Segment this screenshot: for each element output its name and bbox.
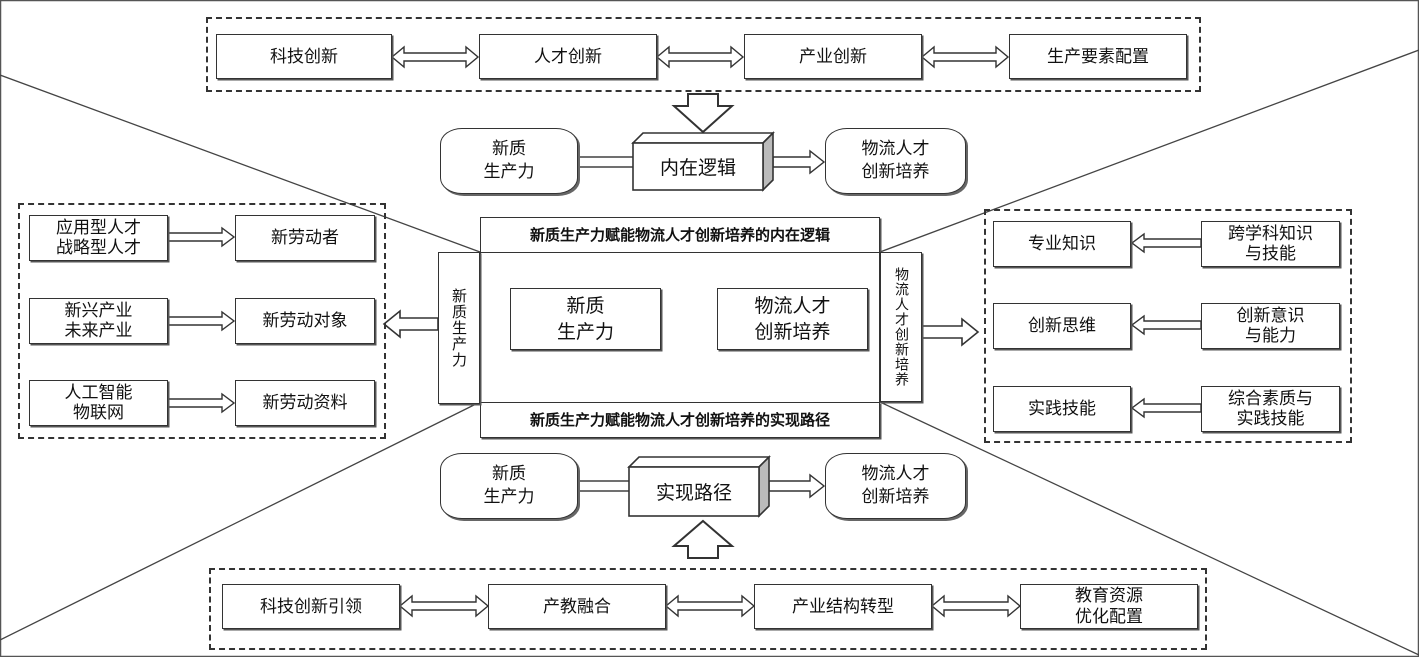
- left-panel-group: [18, 203, 386, 439]
- left-target-2: 新劳动对象: [235, 298, 375, 344]
- top-factor-2: 人才创新: [479, 34, 657, 79]
- center-inner-right: 物流人才 创新培养: [717, 288, 868, 350]
- center-left-side: 新质生产力: [438, 252, 480, 404]
- right-target-1: 专业知识: [993, 221, 1131, 267]
- logic-right-node: 物流人才 创新培养: [825, 128, 966, 194]
- right-panel-arrows: [1130, 232, 1202, 419]
- left-panel-arrows: [167, 226, 236, 414]
- path-left-node: 新质 生产力: [440, 453, 578, 519]
- center-right-side: 物流人才创新培养: [880, 252, 922, 402]
- diagonal-bottom-right: [879, 401, 1419, 656]
- right-panel-group: [984, 209, 1352, 443]
- bottom-factor-2: 产教融合: [488, 584, 666, 629]
- top-double-arrows: [390, 45, 1010, 69]
- left-target-1: 新劳动者: [235, 215, 375, 261]
- logic-left-node: 新质 生产力: [440, 128, 578, 194]
- right-target-3: 实践技能: [993, 386, 1131, 432]
- center-inner-left: 新质 生产力: [510, 288, 661, 350]
- right-source-3: 综合素质与 实践技能: [1201, 386, 1340, 432]
- bottom-factor-group: [209, 568, 1207, 650]
- right-source-1: 跨学科知识 与技能: [1201, 221, 1340, 267]
- path-middle-label: 实现路径: [655, 482, 732, 504]
- left-source-2: 新兴产业 未来产业: [29, 298, 168, 344]
- left-target-3: 新劳动资料: [235, 380, 375, 426]
- logic-3d-box: [631, 131, 775, 192]
- right-source-2: 创新意识 与能力: [1201, 303, 1340, 349]
- bottom-factor-1: 科技创新引领: [222, 584, 400, 629]
- right-target-2: 创新思维: [993, 303, 1131, 349]
- center-bottom-label: 新质生产力赋能物流人才创新培养的实现路径: [480, 402, 880, 438]
- left-source-1: 应用型人才 战略型人才: [29, 215, 168, 261]
- bottom-factor-3: 产业结构转型: [754, 584, 932, 629]
- right-out-arrow: [921, 317, 980, 347]
- diagonal-top-right: [879, 49, 1419, 253]
- logic-middle-label: 内在逻辑: [659, 157, 736, 179]
- top-factor-1: 科技创新: [216, 34, 392, 79]
- path-3d-box: [627, 455, 771, 518]
- bottom-factor-4: 教育资源 优化配置: [1020, 584, 1198, 629]
- top-factor-group: [206, 17, 1201, 92]
- diagonal-top-left: [0, 74, 481, 253]
- down-arrow-top: [671, 93, 735, 134]
- path-right-node: 物流人才 创新培养: [825, 453, 966, 519]
- top-factor-3: 产业创新: [744, 34, 922, 79]
- diagonal-bottom-left: [0, 401, 481, 641]
- up-arrow-bottom: [671, 519, 735, 559]
- left-source-3: 人工智能 物联网: [29, 380, 168, 426]
- top-factor-4: 生产要素配置: [1009, 34, 1187, 79]
- left-out-arrow: [382, 309, 439, 339]
- center-top-label: 新质生产力赋能物流人才创新培养的内在逻辑: [480, 217, 880, 253]
